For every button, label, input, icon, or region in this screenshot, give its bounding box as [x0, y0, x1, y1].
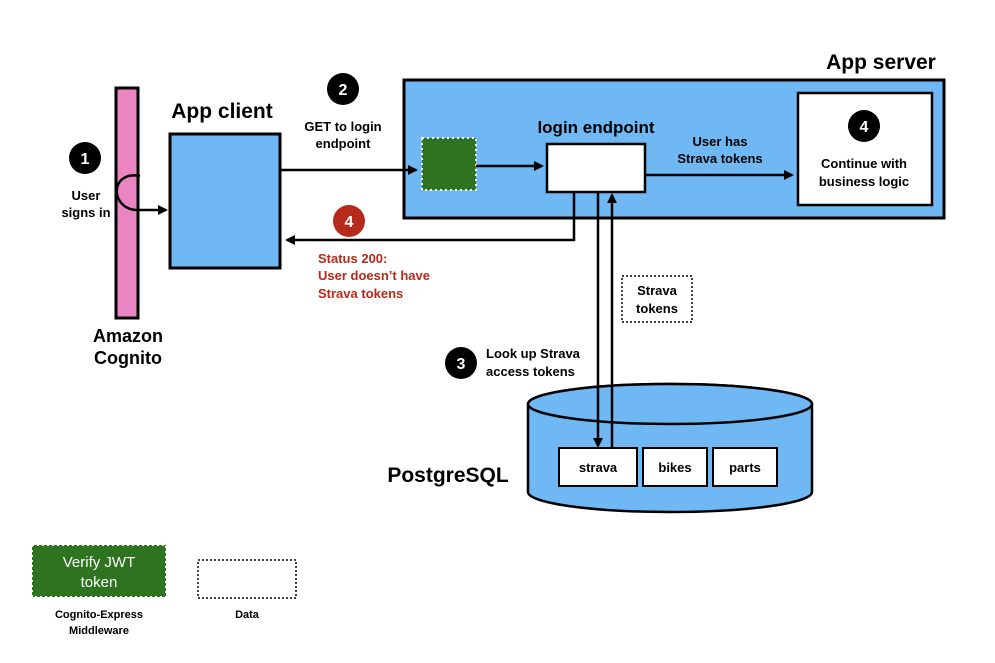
step4-server-number: 4 [860, 119, 869, 136]
status200-line2: User doesn’t have [318, 268, 430, 283]
step1-badge [69, 142, 101, 174]
strava-tokens-line2: tokens [636, 301, 678, 316]
step1-line2: signs in [61, 205, 110, 220]
database-title: PostgreSQL [387, 464, 509, 487]
step4-client-badge [333, 205, 365, 237]
table-bikes [642, 447, 708, 487]
legend-middleware-line1: Verify JWT [63, 554, 136, 571]
has-tokens-line1: User has [693, 134, 748, 149]
step3-line2: access tokens [486, 364, 575, 379]
legend-middleware-line2: token [81, 574, 118, 591]
app-client-title: App client [171, 100, 273, 123]
middleware-box [421, 137, 477, 191]
legend-data-box [197, 559, 297, 599]
legend-middleware-label2: Middleware [69, 625, 129, 637]
database-top [526, 382, 814, 426]
step2-line2: endpoint [316, 136, 372, 151]
app-server-title: App server [826, 51, 936, 74]
step3-number: 3 [457, 356, 466, 373]
app-client-box [168, 132, 282, 270]
step2-badge [327, 73, 359, 105]
cognito-label-line2: Cognito [94, 348, 162, 368]
strava-tokens-data-box [621, 275, 693, 323]
strava-tokens-line1: Strava [637, 283, 678, 298]
table-parts-label: parts [729, 460, 761, 475]
step4-client-number: 4 [345, 214, 354, 231]
login-endpoint-box [545, 142, 647, 194]
table-strava [558, 447, 638, 487]
step3-line1: Look up Strava [486, 346, 581, 361]
login-endpoint-title: login endpoint [537, 118, 654, 137]
status200-line3: Strava tokens [318, 286, 403, 301]
has-tokens-line2: Strava tokens [677, 151, 762, 166]
table-parts [712, 447, 778, 487]
legend-middleware-label1: Cognito-Express [55, 609, 143, 621]
cognito-label-line1: Amazon [93, 326, 163, 346]
table-strava-label: strava [579, 460, 618, 475]
legend-data-label: Data [235, 609, 260, 621]
table-bikes-label: bikes [658, 460, 691, 475]
step3-badge [445, 347, 477, 379]
business-logic-line2: business logic [819, 174, 909, 189]
step1-line1: User [72, 188, 101, 203]
no-tokens-return-arrow [285, 192, 576, 245]
step4-server-badge [848, 110, 880, 142]
step2-line1: GET to login [304, 119, 381, 134]
legend-middleware-box [31, 544, 167, 598]
business-logic-line1: Continue with [821, 156, 907, 171]
sign-in-arrow [115, 174, 168, 215]
status200-line1: Status 200: [318, 251, 387, 266]
step1-number: 1 [81, 151, 90, 168]
cognito-bar [114, 86, 140, 320]
step2-number: 2 [339, 82, 348, 99]
